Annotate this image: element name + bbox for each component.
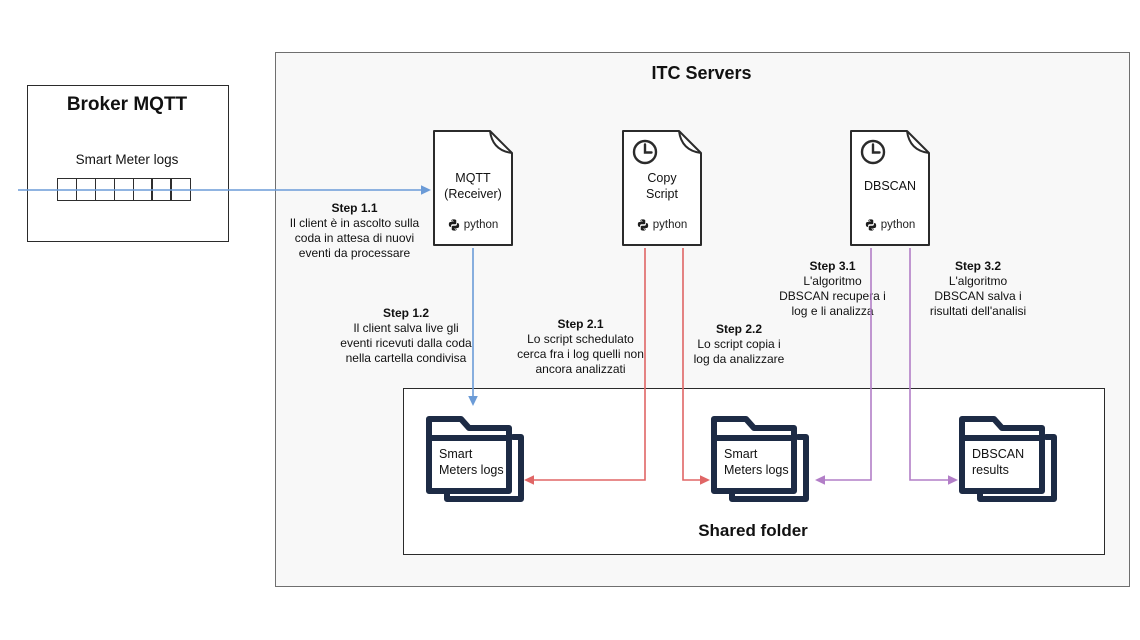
folder-dbscan-results: DBSCAN results	[958, 405, 1058, 505]
python-runtime: python	[850, 219, 930, 231]
step-text: Lo script schedulato cerca fra i log que…	[517, 331, 644, 376]
queue-cell	[75, 178, 97, 201]
page-fold-icon	[906, 130, 930, 154]
python-runtime: python	[622, 219, 702, 231]
clock-icon	[860, 139, 886, 165]
queue-label: Smart Meter logs	[75, 152, 179, 167]
python-label: python	[463, 219, 499, 231]
page-fold-icon	[678, 130, 702, 154]
document-dbscan: DBSCAN python	[850, 130, 930, 246]
document-mqtt-receiver: MQTT (Receiver) python	[433, 130, 513, 246]
document-copy-script: Copy Script python	[622, 130, 702, 246]
python-icon	[865, 219, 876, 231]
document-outline	[622, 130, 702, 246]
step-title: Step 3.1	[809, 259, 856, 273]
step-text: L'algoritmo DBSCAN salva i risultati del…	[929, 273, 1027, 318]
step-note-3-2: Step 3.2 L'algoritmo DBSCAN salva i risu…	[908, 259, 1048, 319]
queue-cell	[170, 178, 191, 201]
python-label: python	[652, 219, 688, 231]
step-text: Il client salva live gli eventi ricevuti…	[340, 320, 472, 365]
document-outline	[433, 130, 513, 246]
python-runtime: python	[433, 219, 513, 231]
itc-servers-title: ITC Servers	[651, 63, 752, 83]
queue-cell	[132, 178, 153, 201]
step-text: Lo script copia i log da analizzare	[693, 336, 785, 366]
step-title: Step 1.1	[331, 201, 378, 215]
folder-label: Smart Meters logs	[724, 447, 789, 478]
folder-smart-meters-logs-1: Smart Meters logs	[425, 405, 525, 505]
folder-label: DBSCAN results	[972, 447, 1025, 478]
step-text: Il client è in ascolto sulla coda in att…	[289, 215, 420, 260]
document-label: DBSCAN	[863, 179, 917, 193]
queue	[57, 178, 191, 201]
document-outline	[850, 130, 930, 246]
folder-smart-meters-logs-2: Smart Meters logs	[710, 405, 810, 505]
step-title: Step 3.2	[954, 259, 1002, 273]
clock-icon	[632, 139, 658, 165]
queue-cell	[94, 178, 115, 201]
python-icon	[637, 219, 648, 231]
step-title: Step 1.2	[382, 306, 430, 320]
step-note-3-1: Step 3.1 L'algoritmo DBSCAN recupera i l…	[765, 259, 900, 319]
python-icon	[448, 219, 459, 231]
page-fold-icon	[489, 130, 513, 154]
step-text: L'algoritmo DBSCAN recupera i log e li a…	[779, 273, 886, 318]
python-label: python	[880, 219, 916, 231]
shared-folder-title: Shared folder	[698, 521, 808, 540]
folder-back-icon	[444, 434, 524, 502]
document-label: MQTT (Receiver)	[444, 171, 502, 202]
folder-back-icon	[729, 434, 809, 502]
folder-back-icon	[977, 434, 1057, 502]
document-label: Copy Script	[646, 171, 678, 202]
step-note-2-2: Step 2.2 Lo script copia i log da analiz…	[680, 322, 798, 367]
folder-label: Smart Meters logs	[439, 447, 504, 478]
step-note-1-2: Step 1.2 Il client salva live gli eventi…	[330, 306, 482, 366]
broker-title: Broker MQTT	[66, 94, 188, 115]
broker-mqtt-box	[27, 85, 229, 242]
queue-cell	[151, 178, 172, 201]
queue-cell	[57, 178, 78, 201]
step-note-2-1: Step 2.1 Lo script schedulato cerca fra …	[503, 317, 658, 377]
step-note-1-1: Step 1.1 Il client è in ascolto sulla co…	[272, 201, 437, 261]
step-title: Step 2.1	[557, 317, 604, 331]
queue-cell	[113, 178, 134, 201]
step-title: Step 2.2	[715, 322, 763, 336]
